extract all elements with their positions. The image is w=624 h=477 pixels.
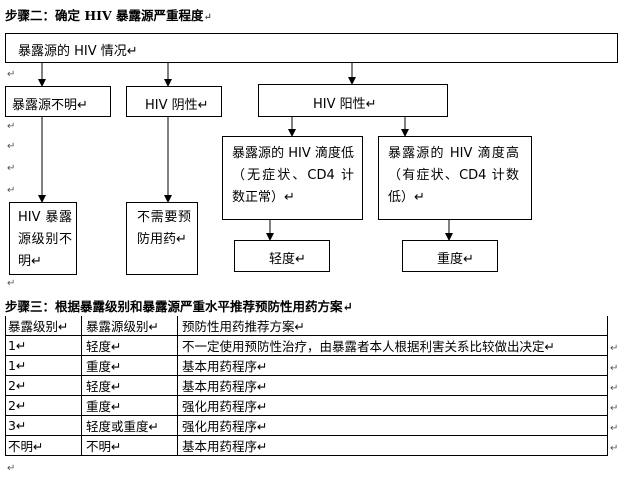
row-end-mark: ↵ bbox=[610, 403, 619, 414]
row-end-mark: ↵ bbox=[610, 423, 619, 434]
flow-unknown-leaf-text: HIV 暴露源级别不明↵ bbox=[18, 210, 72, 269]
table-cell: 不明↵ bbox=[81, 435, 178, 456]
table-row: 不明↵ 不明↵ 基本用药程序↵ bbox=[5, 435, 608, 456]
paragraph-mark: ↵ bbox=[7, 463, 16, 474]
step3-heading: 步骤三：根据暴露级别和暴露源严重水平推荐预防性用药方案↵ bbox=[5, 296, 353, 315]
flow-root-text: 暴露源的 HIV 情况↵ bbox=[18, 44, 138, 59]
flow-low-titer-text: 暴露源的 HIV 滴度低（无症状、CD4 计数正常）↵ bbox=[232, 146, 354, 205]
step3-title: 步骤三：根据暴露级别和暴露源严重水平推荐预防性用药方案↵ bbox=[5, 299, 353, 314]
row-end-mark: ↵ bbox=[610, 443, 619, 454]
flow-high-titer-text: 暴露源的 HIV 滴度高（有症状、CD4 计数低）↵ bbox=[388, 146, 519, 205]
table-cell: 2↵ bbox=[5, 375, 82, 396]
paragraph-mark: ↵ bbox=[203, 12, 212, 23]
flow-unknown-leaf-box: HIV 暴露源级别不明↵ bbox=[9, 202, 77, 275]
table-header-cell: 预防性用药推荐方案↵ bbox=[177, 316, 608, 336]
flow-unknown-box: 暴露源不明↵ bbox=[5, 86, 111, 117]
flow-mild-box: 轻度↵ bbox=[234, 240, 330, 272]
paragraph-mark: ↵ bbox=[7, 121, 16, 132]
paragraph-mark: ↵ bbox=[7, 163, 16, 174]
flow-negative-box: HIV 阴性↵ bbox=[126, 86, 222, 117]
prophylaxis-table: 暴露级别↵ 暴露源级别↵ 预防性用药推荐方案↵ 1↵ 轻度↵ 不一定使用预防性治… bbox=[5, 316, 608, 456]
table-cell: 重度↵ bbox=[81, 395, 178, 416]
table-header-cell: 暴露级别↵ bbox=[5, 316, 82, 336]
paragraph-mark: ↵ bbox=[7, 185, 16, 196]
table-cell: 强化用药程序↵ bbox=[177, 395, 608, 416]
table-row: 2↵ 轻度↵ 基本用药程序↵ bbox=[5, 375, 608, 396]
flow-negative-leaf-text: 不需要预防用药↵ bbox=[137, 210, 191, 247]
table-row: 1↵ 重度↵ 基本用药程序↵ bbox=[5, 355, 608, 376]
flow-severe-text: 重度↵ bbox=[437, 252, 474, 267]
table-row: 3↵ 轻度或重度↵ 强化用药程序↵ bbox=[5, 415, 608, 436]
flow-positive-text: HIV 阳性↵ bbox=[313, 97, 377, 112]
row-end-mark: ↵ bbox=[610, 383, 619, 394]
step2-heading: 步骤二：确定 HIV 暴露源严重程度↵ bbox=[5, 5, 212, 24]
table-cell: 2↵ bbox=[5, 395, 82, 416]
table-cell: 不一定使用预防性治疗，由暴露者本人根据利害关系比较做出决定↵ bbox=[177, 335, 608, 356]
table-cell: 轻度或重度↵ bbox=[81, 415, 178, 436]
table-cell: 3↵ bbox=[5, 415, 82, 436]
table-row: 1↵ 轻度↵ 不一定使用预防性治疗，由暴露者本人根据利害关系比较做出决定↵ bbox=[5, 335, 608, 356]
flow-negative-text: HIV 阴性↵ bbox=[145, 98, 209, 113]
paragraph-mark: ↵ bbox=[7, 278, 16, 289]
paragraph-mark: ↵ bbox=[7, 141, 16, 152]
table-cell: 基本用药程序↵ bbox=[177, 435, 608, 456]
row-end-mark: ↵ bbox=[610, 363, 619, 374]
flow-negative-leaf-box: 不需要预防用药↵ bbox=[126, 202, 198, 275]
flow-root-box: 暴露源的 HIV 情况↵ bbox=[5, 33, 618, 63]
table-cell: 强化用药程序↵ bbox=[177, 415, 608, 436]
flowchart-connectors bbox=[38, 63, 453, 241]
paragraph-mark: ↵ bbox=[7, 69, 16, 80]
table-header-row: 暴露级别↵ 暴露源级别↵ 预防性用药推荐方案↵ bbox=[5, 316, 608, 336]
table-row: 2↵ 重度↵ 强化用药程序↵ bbox=[5, 395, 608, 416]
table-cell: 基本用药程序↵ bbox=[177, 355, 608, 376]
step2-title: 步骤二：确定 HIV 暴露源严重程度 bbox=[5, 8, 204, 23]
row-end-mark: ↵ bbox=[610, 343, 619, 354]
table-cell: 不明↵ bbox=[5, 435, 82, 456]
flow-positive-box: HIV 阳性↵ bbox=[258, 84, 448, 117]
table-cell: 重度↵ bbox=[81, 355, 178, 376]
flow-severe-box: 重度↵ bbox=[402, 240, 498, 272]
table-cell: 轻度↵ bbox=[81, 375, 178, 396]
table-cell: 基本用药程序↵ bbox=[177, 375, 608, 396]
flow-low-titer-box: 暴露源的 HIV 滴度低（无症状、CD4 计数正常）↵ bbox=[222, 136, 363, 220]
table-cell: 1↵ bbox=[5, 335, 82, 356]
table-cell: 1↵ bbox=[5, 355, 82, 376]
table-header-cell: 暴露源级别↵ bbox=[81, 316, 178, 336]
flow-mild-text: 轻度↵ bbox=[269, 252, 306, 267]
flow-unknown-text: 暴露源不明↵ bbox=[12, 98, 88, 113]
flow-high-titer-box: 暴露源的 HIV 滴度高（有症状、CD4 计数低）↵ bbox=[378, 136, 532, 220]
table-cell: 轻度↵ bbox=[81, 335, 178, 356]
